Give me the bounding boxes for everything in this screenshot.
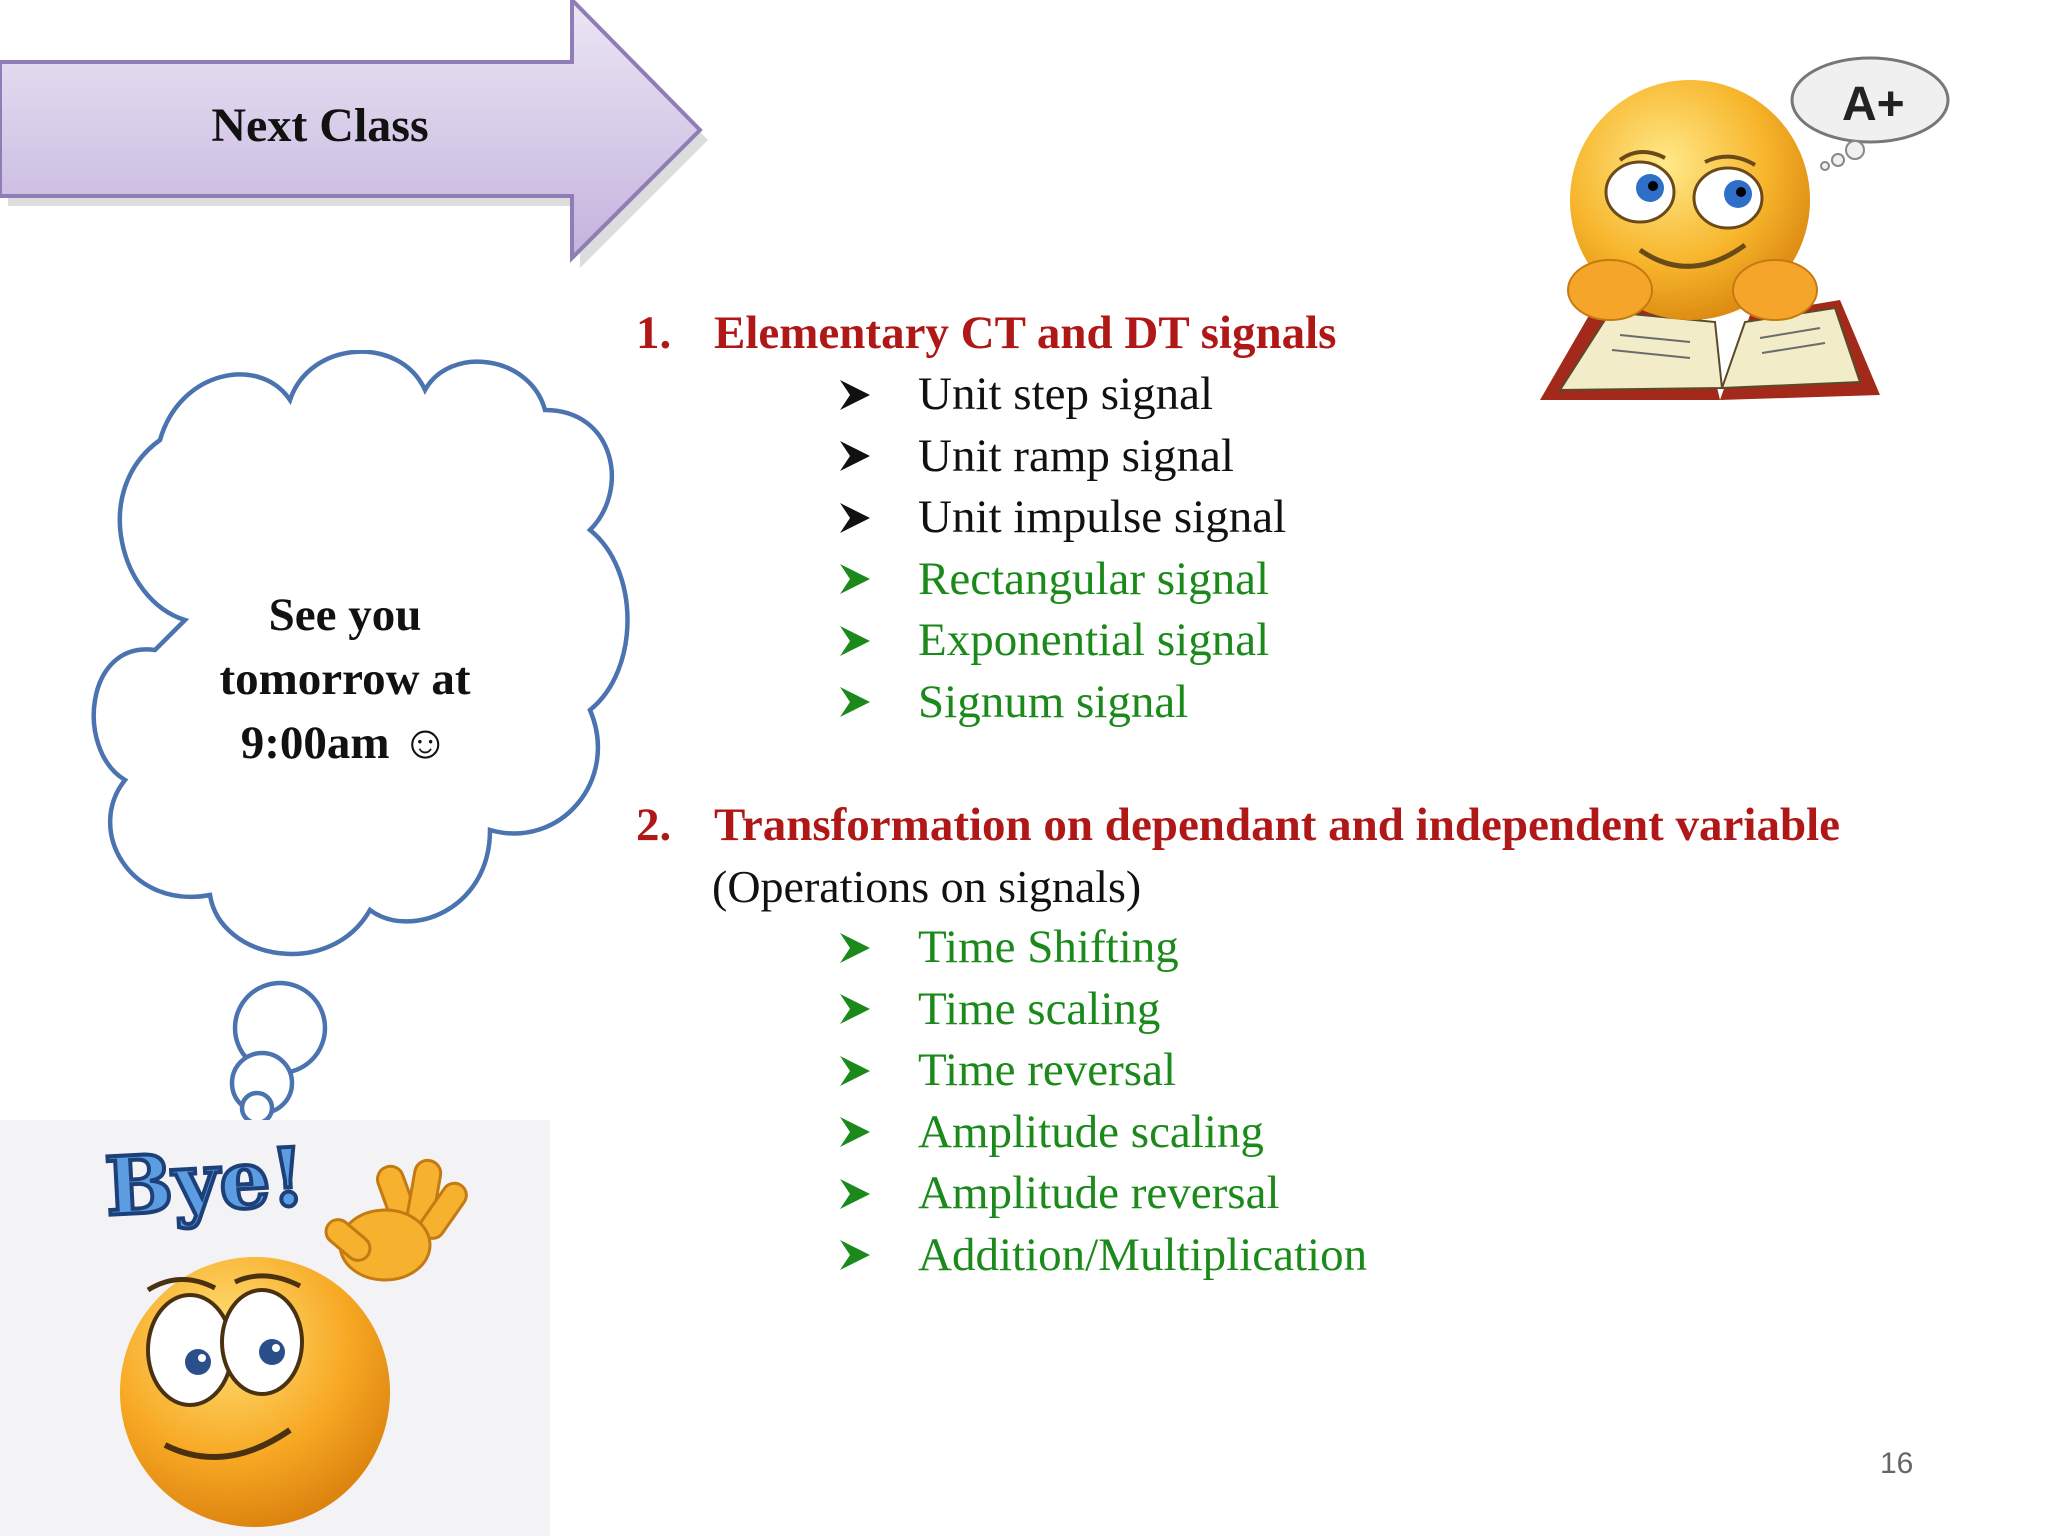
list-item: Unit step signal	[838, 364, 1286, 426]
section-1-list: Unit step signal Unit ramp signal Unit i…	[838, 364, 1286, 733]
list-item: Unit impulse signal	[838, 487, 1286, 549]
list-item-label: Amplitude reversal	[918, 1167, 1280, 1219]
cloud-message: See you tomorrow at 9:00am ☺	[190, 583, 500, 775]
list-item-label: Time scaling	[918, 982, 1161, 1035]
section-1-heading: 1. Elementary CT and DT signals	[636, 306, 1336, 360]
page-number: 16	[1880, 1447, 1914, 1480]
reading-emoji-image: A+	[1540, 56, 1950, 400]
arrow-bullet-icon	[838, 1054, 918, 1088]
bye-emoji-image: Bye!	[101, 1128, 468, 1527]
list-item-label: Addition/Multiplication	[918, 1228, 1368, 1281]
list-item: Time Shifting	[838, 917, 1367, 979]
arrow-bullet-icon	[838, 439, 918, 473]
list-item-label: Unit impulse signal	[918, 491, 1287, 543]
list-item-label: Rectangular signal	[918, 552, 1270, 605]
list-item: Amplitude reversal	[838, 1163, 1367, 1225]
list-item: Time scaling	[838, 979, 1367, 1041]
section-2-list: Time Shifting Time scaling Time reversal…	[838, 917, 1367, 1286]
arrow-bullet-icon	[838, 562, 918, 596]
list-item-label: Amplitude scaling	[918, 1105, 1264, 1158]
list-item-label: Unit ramp signal	[918, 429, 1234, 482]
cloud-line-2: tomorrow at	[219, 653, 471, 705]
next-class-label: Next Class	[211, 99, 429, 152]
list-item-label: Signum signal	[918, 675, 1189, 728]
thought-cloud	[91, 350, 630, 1126]
arrow-bullet-icon	[838, 992, 918, 1026]
cloud-line-1: See you	[268, 589, 422, 641]
section-2-heading: 2. Transformation on dependant and indepe…	[636, 798, 1840, 852]
list-item: Unit ramp signal	[838, 426, 1286, 488]
list-item: Time reversal	[838, 1040, 1367, 1102]
arrow-bullet-icon	[838, 501, 918, 535]
arrow-bullet-icon	[838, 1177, 918, 1211]
arrow-bullet-icon	[838, 685, 918, 719]
arrow-bullet-icon	[838, 931, 918, 965]
section-1-title: Elementary CT and DT signals	[714, 307, 1337, 359]
section-1-number: 1.	[636, 307, 672, 359]
arrow-bullet-icon	[838, 624, 918, 658]
list-item-label: Unit step signal	[918, 368, 1214, 420]
next-class-arrow	[0, 0, 708, 268]
arrow-bullet-icon	[838, 378, 918, 412]
arrow-bullet-icon	[838, 1238, 918, 1272]
list-item-label: Time reversal	[918, 1044, 1177, 1096]
list-item: Addition/Multiplication	[838, 1225, 1367, 1287]
list-item: Amplitude scaling	[838, 1102, 1367, 1164]
cloud-line-3: 9:00am ☺	[240, 717, 450, 769]
grade-text: A+	[1842, 78, 1905, 131]
section-2-title: Transformation on dependant and independ…	[714, 799, 1841, 851]
section-2-number: 2.	[636, 799, 672, 851]
arrow-bullet-icon	[838, 1115, 918, 1149]
list-item-label: Time Shifting	[918, 921, 1179, 973]
list-item-label: Exponential signal	[918, 614, 1270, 666]
list-item: Signum signal	[838, 672, 1286, 734]
bye-text: Bye!	[103, 1130, 308, 1234]
section-2-subtitle: (Operations on signals)	[712, 861, 1142, 912]
list-item: Exponential signal	[838, 610, 1286, 672]
list-item: Rectangular signal	[838, 549, 1286, 611]
